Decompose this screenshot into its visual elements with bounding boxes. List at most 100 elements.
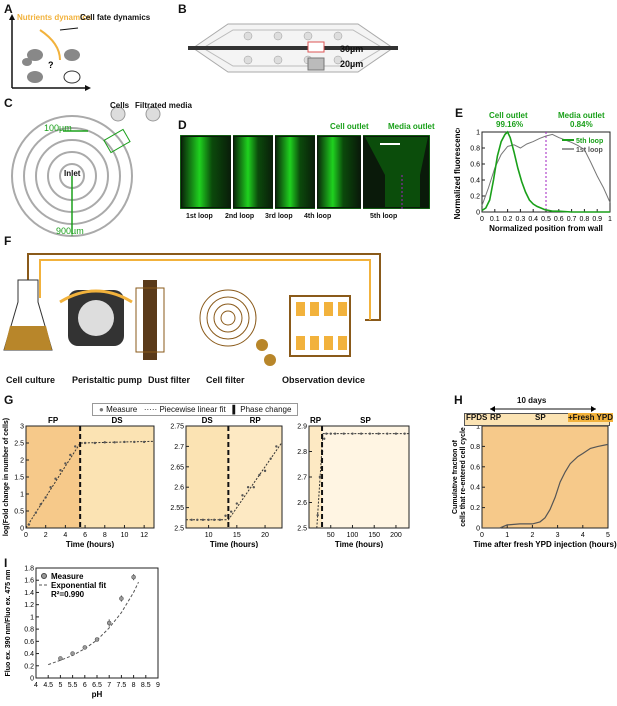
x-tick-label: 0.7 xyxy=(567,216,577,223)
measure-point xyxy=(207,518,210,522)
panel-label-h: H xyxy=(454,393,463,407)
y-tick-label: 0.8 xyxy=(470,444,480,451)
x-tick-label: 12 xyxy=(140,532,148,539)
schematic-nutrients-fate: Nutrients dynamics Cell fate dynamics ? xyxy=(9,13,151,91)
y-tick-label: 0.8 xyxy=(470,146,480,153)
y-tick-label: 1.8 xyxy=(24,566,34,573)
loop-label-5: 5th loop xyxy=(370,213,398,220)
y-tick-label: 0.4 xyxy=(470,178,480,185)
plot-frame xyxy=(481,426,609,529)
legend-label-fit: Exponential fit xyxy=(51,581,106,590)
g-legend-phase: Phase change xyxy=(240,405,292,414)
x-tick-label: 20 xyxy=(261,532,269,539)
phase-title-left: DS xyxy=(202,416,214,425)
y-tick-label: 1.5 xyxy=(14,475,24,482)
y-tick-label: 2.5 xyxy=(174,526,184,533)
phase-title-right: DS xyxy=(112,416,124,425)
y-tick-label: 2.65 xyxy=(170,464,184,471)
panel-label-a: A xyxy=(4,2,13,16)
measure-point xyxy=(27,523,31,526)
x-tick-label: 0 xyxy=(480,216,484,223)
x-tick-label: 8 xyxy=(132,682,136,689)
y-tick-label: 2.7 xyxy=(174,444,184,451)
measure-point xyxy=(74,445,77,448)
measure-point xyxy=(229,510,233,513)
label-observation-device: Observation device xyxy=(282,375,366,385)
measure-point xyxy=(323,437,326,440)
x-axis-label: Normalized position from wall xyxy=(489,224,603,233)
setup-schematic xyxy=(3,253,381,366)
g-legend-measure: Measure xyxy=(106,405,138,414)
measure-point xyxy=(403,432,406,435)
x-axis-label: Time (hours) xyxy=(210,540,259,548)
diameter-900um: 900µm xyxy=(56,226,84,236)
g-legend: ● Measure ····· Piecewise linear fit ▌ P… xyxy=(92,403,299,416)
y-tick-label: 0.8 xyxy=(24,627,34,634)
measure-point xyxy=(258,473,261,477)
y-tick-label: 0 xyxy=(476,526,480,533)
y-tick-label: 3 xyxy=(20,424,24,431)
y-tick-label: 2.75 xyxy=(170,424,184,431)
measure-point xyxy=(246,486,250,489)
question-mark: ? xyxy=(48,60,54,70)
measure-point xyxy=(235,502,239,505)
y-axis-label-line1: Cumulative fraction of xyxy=(452,439,459,514)
y-tick-label: 1.4 xyxy=(24,590,34,597)
measure-point xyxy=(44,496,47,499)
measure-point xyxy=(325,432,328,435)
nutrients-label: Nutrients dynamics xyxy=(17,13,92,22)
measure-point xyxy=(368,432,372,435)
measure-point xyxy=(83,441,87,445)
measure-point xyxy=(93,441,97,445)
y-axis-label: Fluo ex. 390 nm/Fluo ex. 475 nm xyxy=(5,570,12,677)
label-cell-filter: Cell filter xyxy=(206,375,245,385)
x-tick-label: 0 xyxy=(480,532,484,539)
x-tick-label: 1 xyxy=(608,216,612,223)
y-tick-label: 0.6 xyxy=(470,464,480,471)
panel-label-g: G xyxy=(4,393,14,407)
x-tick-label: 1 xyxy=(505,532,509,539)
plot-frame xyxy=(185,425,283,529)
x-tick-label: 6 xyxy=(83,682,87,689)
x-tick-label: 3 xyxy=(556,532,560,539)
y-axis-label-line2: cells that re-entered cell cycle xyxy=(460,427,467,527)
measure-point xyxy=(224,514,227,517)
measure-point xyxy=(39,503,42,506)
device-schematic xyxy=(188,23,398,73)
e-cell-pct: 99.16% xyxy=(496,120,524,129)
measure-point xyxy=(218,518,222,522)
x-tick-label: 0.9 xyxy=(592,216,602,223)
h-phase-rp: RP xyxy=(490,413,502,422)
legend-label-measure: Measure xyxy=(51,572,84,581)
y-tick-label: 2.5 xyxy=(14,441,24,448)
measure-point xyxy=(351,432,354,435)
phase-title-right: RP xyxy=(250,416,262,425)
y-tick-label: 2.8 xyxy=(297,449,307,456)
measure-point xyxy=(54,477,57,480)
scale-20um: 20µm xyxy=(340,59,364,69)
x-axis-label: Time (hours) xyxy=(335,540,384,548)
y-axis-label: Normalized fluorescence xyxy=(453,128,462,219)
measure-point xyxy=(103,441,106,444)
panel-label-d: D xyxy=(178,118,187,132)
measure-point xyxy=(269,457,272,460)
x-tick-label: 0.1 xyxy=(490,216,500,223)
measure-point xyxy=(131,574,136,580)
e-cell-outlet: Cell outlet xyxy=(489,111,528,120)
x-tick-label: 6 xyxy=(83,532,87,539)
series-line-5th-loop xyxy=(481,130,610,213)
x-tick-label: 4 xyxy=(34,682,38,689)
y-tick-label: 1 xyxy=(476,426,480,431)
x-tick-label: 10 xyxy=(205,532,213,539)
h-phase-fpds: FPDS xyxy=(466,413,488,422)
x-tick-label: 8 xyxy=(103,532,107,539)
measure-point xyxy=(316,514,319,517)
measure-point xyxy=(196,518,199,522)
reentry-curve xyxy=(482,443,609,529)
y-tick-label: 2.6 xyxy=(297,500,307,507)
y-tick-label: 2.9 xyxy=(297,424,307,431)
e-media-pct: 0.84% xyxy=(570,120,593,129)
loop-label-1: 1st loop xyxy=(186,213,213,220)
measure-point xyxy=(49,486,52,489)
